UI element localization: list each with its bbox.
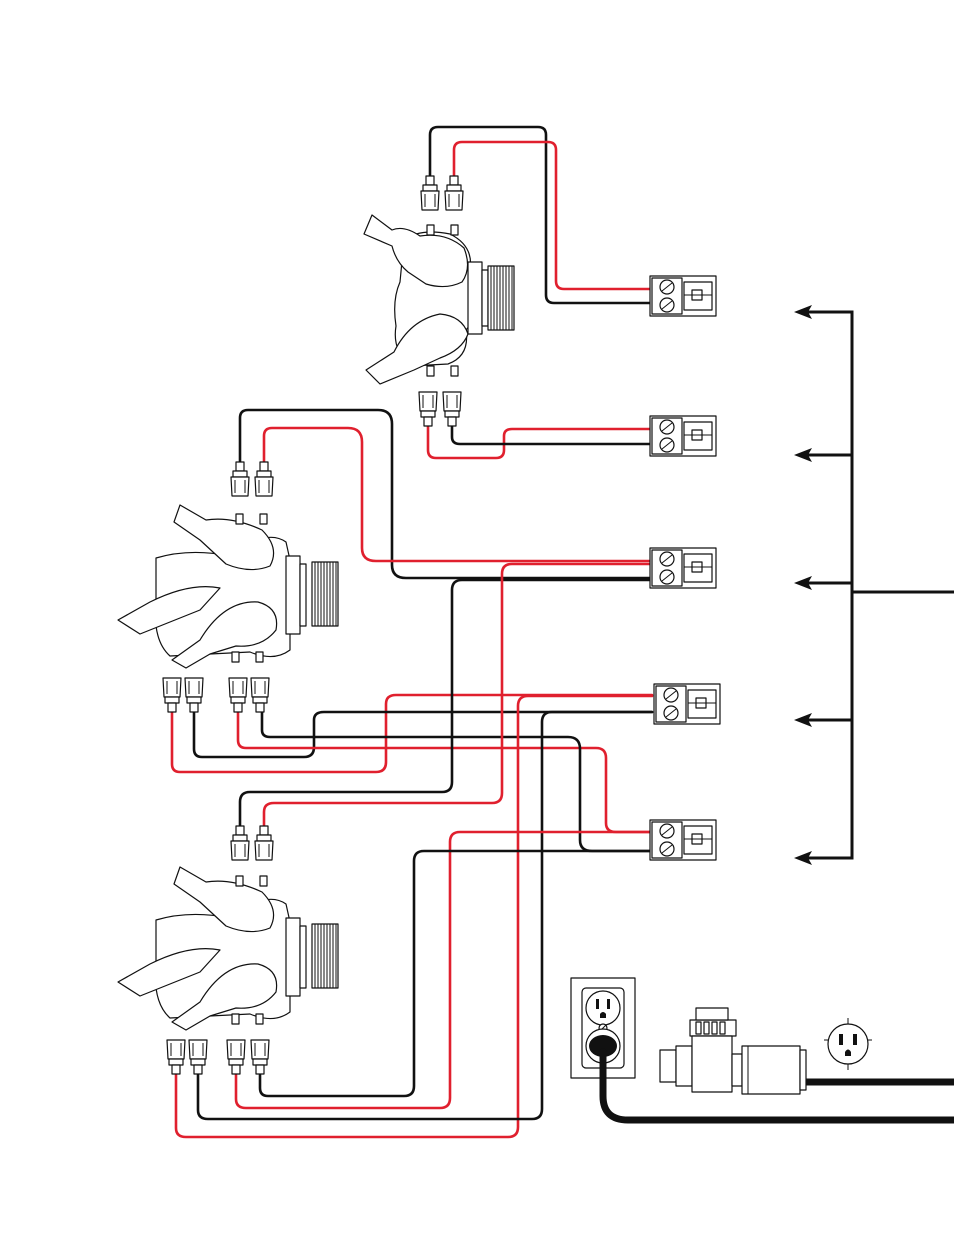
spade-connector [443, 392, 461, 426]
terminal-block [650, 276, 716, 316]
spade-connector [189, 1040, 207, 1074]
valve-middle [118, 462, 338, 712]
spade-connector [229, 678, 247, 712]
terminal-block [650, 416, 716, 456]
spade-connector [251, 678, 269, 712]
spade-connector [421, 176, 439, 210]
spade-connector [185, 678, 203, 712]
valve-bottom [118, 826, 338, 1074]
terminal-blocks [650, 276, 720, 860]
branch-arrows [794, 305, 954, 865]
terminal-block [650, 820, 716, 860]
spade-connector [255, 826, 273, 860]
power-plug-icon [824, 1018, 872, 1070]
spade-connector [231, 462, 249, 496]
valve-top [364, 176, 514, 426]
spade-connector [445, 176, 463, 210]
pump-motor [660, 1008, 806, 1094]
spade-connector [167, 1040, 185, 1074]
spade-connector [251, 1040, 269, 1074]
terminal-block [650, 548, 716, 588]
spade-connector [231, 826, 249, 860]
spade-connector [255, 462, 273, 496]
spade-connector [163, 678, 181, 712]
spade-connector [419, 392, 437, 426]
spade-connector [227, 1040, 245, 1074]
terminal-block [654, 684, 720, 724]
